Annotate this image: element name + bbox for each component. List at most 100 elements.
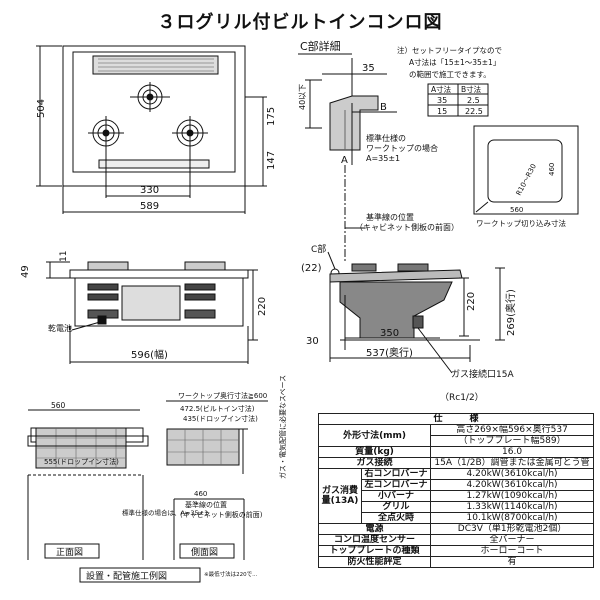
dim-175: 175	[266, 107, 277, 126]
control-strip	[98, 159, 210, 169]
spec-key-fire: 防火性能評定	[317, 556, 432, 568]
spec-key-sensor: コンロ温度センサー	[317, 534, 432, 546]
install-ref-2: (キャビネット側板の前面)	[180, 510, 263, 519]
spec-val-sensor: 全バーナー	[430, 534, 594, 546]
dim-537: 537(奥行)	[366, 346, 413, 359]
detail-c: C部詳細 35 40以下 B A 標準仕様の ワークトップの場合 A=35±1 …	[298, 39, 459, 262]
spec-val-small: 1.27kW(1090kcal/h)	[430, 490, 594, 502]
label-b: B	[380, 102, 387, 113]
dim-350: 350	[380, 328, 399, 339]
spec-table: 仕 様 外形寸法(mm)高さ269×幅596×奥行537 （トッププレート幅58…	[317, 413, 594, 568]
detail-cross-section	[329, 95, 379, 151]
spec-val-grill: 1.33kW(1140kcal/h)	[430, 501, 594, 513]
grill-vent	[92, 55, 219, 75]
note-a-2: 15	[437, 107, 447, 116]
install-side: ワークトップ奥行寸法≧600 472.5(ビルトイン寸法) 435(ドロップイン…	[79, 375, 287, 583]
dim-c-40: 40以下	[298, 84, 307, 110]
front-top-plate	[69, 269, 249, 279]
spec-val-fire: 有	[430, 556, 594, 568]
install-front: 560 555(ドロップイン寸法) 正面図	[27, 401, 149, 560]
gas-connection-label: ガス接続口15A	[451, 368, 514, 380]
spec-key-size: 外形寸法(mm)	[317, 424, 432, 447]
spec-key-right: 右コンロバーナ	[360, 468, 432, 480]
dim-596: 596(幅)	[131, 348, 168, 361]
ref-line-2: （キャビネット側板の前面）	[355, 222, 459, 232]
top-view: 504 175 147 330 589	[36, 45, 277, 214]
spec-key-left: 左コンロバーナ	[360, 479, 432, 491]
spec-key-plate: トッププレートの種類	[317, 545, 432, 557]
install-worktop-width: ワークトップ奥行寸法≧600	[178, 391, 267, 400]
cutout-r: R10〜R30	[515, 163, 538, 197]
dim-front-220: 220	[257, 297, 268, 316]
note-header-a: A寸法	[431, 84, 452, 94]
spec-key-gas: ガス接続	[317, 457, 432, 469]
std-worktop-1: 標準仕様の	[366, 133, 406, 143]
burner-top-icon	[130, 82, 170, 112]
note-line-2: A寸法は「15±1〜35±1」	[409, 57, 500, 67]
dim-330: 330	[140, 185, 159, 196]
front-trivet-left	[87, 261, 129, 271]
dim-side-220: 220	[466, 292, 477, 311]
install-560: 560	[51, 401, 66, 410]
install-title: 設置・配管施工例図	[86, 570, 167, 582]
battery-label: 乾電池	[48, 323, 72, 333]
install-title-box	[79, 567, 201, 583]
dim-147: 147	[266, 151, 277, 170]
note-b-2: 22.5	[465, 107, 483, 116]
label-a: A	[341, 155, 348, 166]
grill-door	[121, 285, 181, 321]
cutout-caption: ワークトップ切り込み寸法	[476, 218, 566, 228]
dim-589: 589	[140, 201, 159, 212]
spec-val-topplate: （トッププレート幅589）	[430, 435, 594, 447]
side-view: C部 (22) 220 269(奥行) 30 350 537(奥行) ガス接続口…	[301, 243, 517, 403]
ref-line-1: 基準線の位置	[366, 212, 414, 222]
note-a-1: 35	[437, 96, 447, 105]
spec-key-small: 小バーナ	[360, 490, 432, 502]
note-b-1: 2.5	[467, 96, 480, 105]
front-label: 正面図	[56, 547, 83, 558]
note-line-1: 注）セットフリータイプなので	[397, 45, 502, 55]
battery-box-icon	[97, 315, 107, 325]
top-plate-inner	[72, 51, 236, 173]
install-4725: 472.5(ビルトイン寸法)	[180, 404, 255, 413]
page-title: ３ログリル付ビルトインコンロ図	[157, 12, 443, 33]
spec-val-right: 4.20kW(3610kcal/h)	[430, 468, 594, 480]
dim-11: 11	[59, 251, 69, 262]
spec-key-power: 電源	[317, 523, 432, 535]
front-label-box	[44, 543, 100, 559]
spec-val-gas: 15A（1/2B）調管または金属可とう管	[430, 457, 594, 469]
spec-gas-group: ガス消費量(13A)	[318, 468, 362, 524]
spec-val-plate: ホーローコート	[430, 545, 594, 557]
burner-left-icon	[88, 116, 124, 150]
note-line-3: の範囲で施工できます。	[409, 69, 491, 79]
top-plate-outline	[62, 45, 246, 187]
install-435: 435(ドロップイン寸法)	[183, 414, 258, 423]
note-header-b: B寸法	[461, 84, 482, 94]
gas-inlet-icon	[412, 315, 424, 329]
spec-val-mass: 16.0	[430, 446, 594, 458]
c-part-label: C部	[311, 243, 326, 255]
side-top-plate	[329, 269, 463, 283]
dim-30: 30	[306, 336, 319, 347]
spec-header: 仕 様	[318, 413, 594, 425]
burner-right-icon	[172, 116, 208, 150]
dim-504: 504	[36, 99, 47, 118]
spec-key-all: 全点火時	[360, 512, 432, 524]
install-note-pipe: ガス・電気配管に必要なスペース	[278, 375, 287, 479]
cutout-560: 560	[510, 206, 523, 214]
spec-val-all: 10.1kW(8700kcal/h)	[430, 512, 594, 524]
std-worktop-3: A=35±1	[366, 154, 400, 163]
dim-49: 49	[20, 265, 31, 278]
cutout-460: 460	[548, 163, 556, 176]
install-drop-label: 555(ドロップイン寸法)	[44, 457, 119, 466]
spec-key-mass: 質量(kg)	[317, 446, 432, 458]
dim-c-35: 35	[362, 63, 375, 74]
spec-val-size: 高さ269×幅596×奥行537	[430, 424, 594, 436]
dim-22: (22)	[301, 263, 322, 274]
install-footnote: ※最低寸法は220で...	[204, 570, 258, 578]
spec-key-grill: グリル	[360, 501, 432, 513]
front-body	[74, 277, 244, 327]
std-worktop-2: ワークトップの場合	[366, 143, 438, 153]
spec-val-power: DC3V（単1形乾電池2個）	[430, 523, 594, 535]
